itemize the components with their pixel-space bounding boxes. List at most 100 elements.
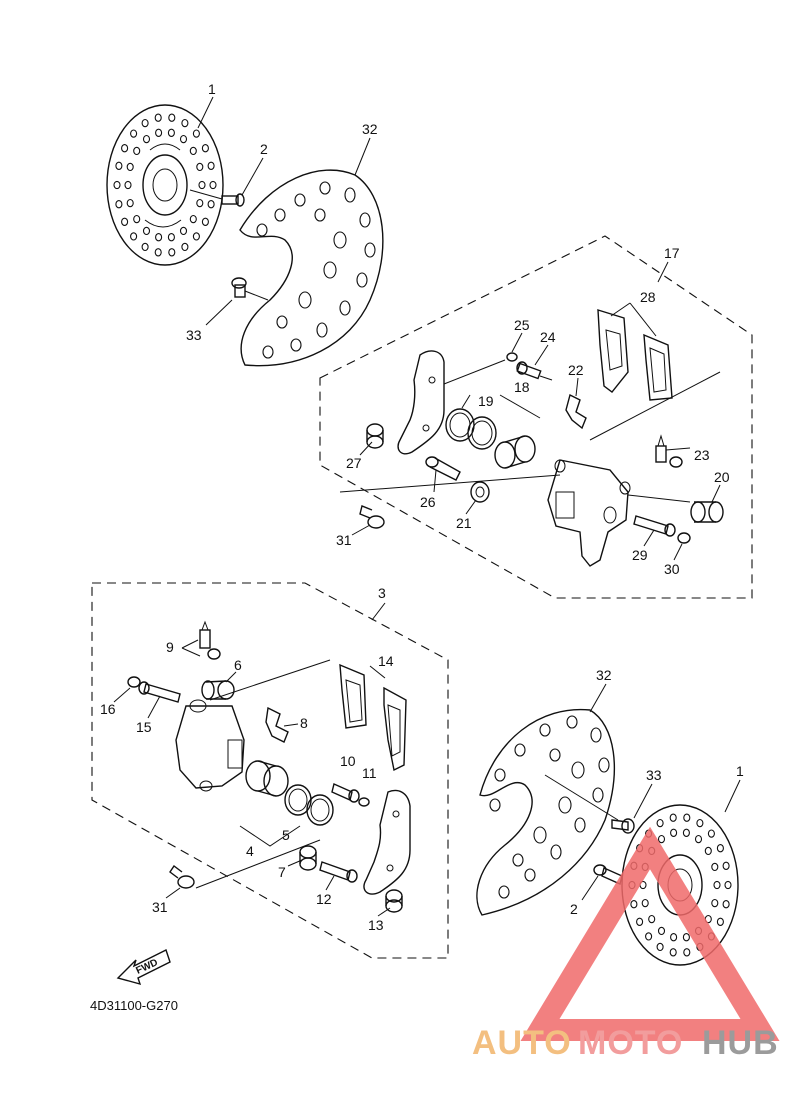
watermark-logo: AUTO MOTO HUB xyxy=(472,826,780,1062)
label-11: 11 xyxy=(362,765,377,781)
disc-hole xyxy=(716,844,724,853)
label-32-top: 32 xyxy=(362,121,378,137)
watermark-hub: HUB xyxy=(702,1024,779,1062)
disc-hole xyxy=(155,128,163,137)
bolt-33-top xyxy=(231,277,269,301)
guard-hole xyxy=(514,743,526,757)
guard-hole xyxy=(276,315,288,329)
label-6: 6 xyxy=(234,657,242,673)
disc-hole xyxy=(670,828,678,837)
disc-hole xyxy=(722,861,730,870)
caliper-body-top xyxy=(547,371,721,567)
caliper-body-bottom xyxy=(175,659,331,792)
label-30: 30 xyxy=(664,561,680,577)
disc-hole xyxy=(716,917,724,926)
bolt-26 xyxy=(425,456,461,481)
label-1-top: 1 xyxy=(208,81,216,97)
disc-hole xyxy=(126,198,134,208)
brake-disc-top xyxy=(106,104,224,266)
pin-24 xyxy=(516,361,553,381)
label-15: 15 xyxy=(136,719,152,735)
guard-hole xyxy=(592,787,604,803)
disc-hole xyxy=(155,233,163,242)
brake-pads-14 xyxy=(339,663,407,772)
disc-hole xyxy=(133,146,141,156)
guard-hole xyxy=(524,868,536,882)
guard-hole xyxy=(294,193,306,207)
label-10: 10 xyxy=(340,753,356,769)
disc-hole xyxy=(121,217,129,226)
cap-30 xyxy=(677,532,691,544)
guard-hole xyxy=(298,291,312,309)
disc-hole xyxy=(657,926,666,936)
bolt-31-bottom xyxy=(169,839,321,889)
guard-hole xyxy=(533,826,547,844)
guard-hole xyxy=(323,261,337,279)
label-28: 28 xyxy=(640,289,656,305)
label-22: 22 xyxy=(568,362,584,378)
disc-hole xyxy=(113,180,121,190)
bolt-33-bottom xyxy=(611,818,635,834)
label-4: 4 xyxy=(246,843,254,859)
disc-hole xyxy=(142,226,151,236)
caliper-bracket-13 xyxy=(363,789,411,913)
label-13: 13 xyxy=(368,917,384,933)
disc-hole xyxy=(682,828,690,837)
guard-hole xyxy=(339,300,351,316)
label-33-top: 33 xyxy=(186,327,202,343)
label-19: 19 xyxy=(478,393,494,409)
brake-pads-28 xyxy=(597,302,673,401)
disc-hole xyxy=(694,834,703,844)
disc-hole xyxy=(630,900,638,909)
disc-hole xyxy=(154,248,162,257)
disc-hole xyxy=(141,242,149,252)
disc-hole xyxy=(656,818,664,828)
disc-hole xyxy=(641,898,649,908)
label-3: 3 xyxy=(378,585,386,601)
disc-hole xyxy=(707,829,715,838)
boot-21 xyxy=(470,481,490,503)
watermark-auto: AUTO xyxy=(472,1024,572,1062)
diagram-code: 4D31100-G270 xyxy=(90,998,178,1013)
label-31-top: 31 xyxy=(336,532,352,548)
label-26: 26 xyxy=(420,494,436,510)
pad-spring-22 xyxy=(565,393,587,430)
disc-hole xyxy=(669,948,677,957)
disc-hole xyxy=(179,134,188,144)
disc-hole xyxy=(724,880,732,890)
guard-hole xyxy=(550,844,562,860)
disc-hole xyxy=(181,118,189,128)
seals-19 xyxy=(445,394,541,450)
disc-hole xyxy=(201,217,209,226)
disc-hole xyxy=(181,242,189,252)
guard-hole xyxy=(558,796,572,814)
disc-hole xyxy=(121,144,129,153)
disc-hole xyxy=(209,180,217,190)
guard-hole xyxy=(364,242,376,258)
bleeder-9 xyxy=(199,620,221,660)
disc-hole xyxy=(115,200,123,209)
guard-hole xyxy=(256,223,268,237)
disc-hole xyxy=(704,846,712,856)
guard-hole xyxy=(262,345,274,359)
label-24: 24 xyxy=(540,329,556,345)
label-9: 9 xyxy=(166,639,174,655)
label-33-bottom: 33 xyxy=(646,767,662,783)
label-12: 12 xyxy=(316,891,332,907)
disc-hole xyxy=(189,146,197,156)
disc-hole xyxy=(696,818,704,828)
piston-top xyxy=(494,435,536,469)
guard-hole xyxy=(590,727,602,743)
disc-hole xyxy=(189,214,197,224)
piston-bottom xyxy=(245,760,289,797)
disc-hole xyxy=(141,118,149,128)
disc-hole xyxy=(683,813,691,822)
cap-16 xyxy=(127,676,141,688)
guard-hole xyxy=(549,748,561,762)
disc-hole xyxy=(130,129,138,138)
pad-spring-8 xyxy=(265,706,289,743)
bush-27 xyxy=(366,423,384,449)
label-7: 7 xyxy=(278,864,286,880)
label-29: 29 xyxy=(632,547,648,563)
